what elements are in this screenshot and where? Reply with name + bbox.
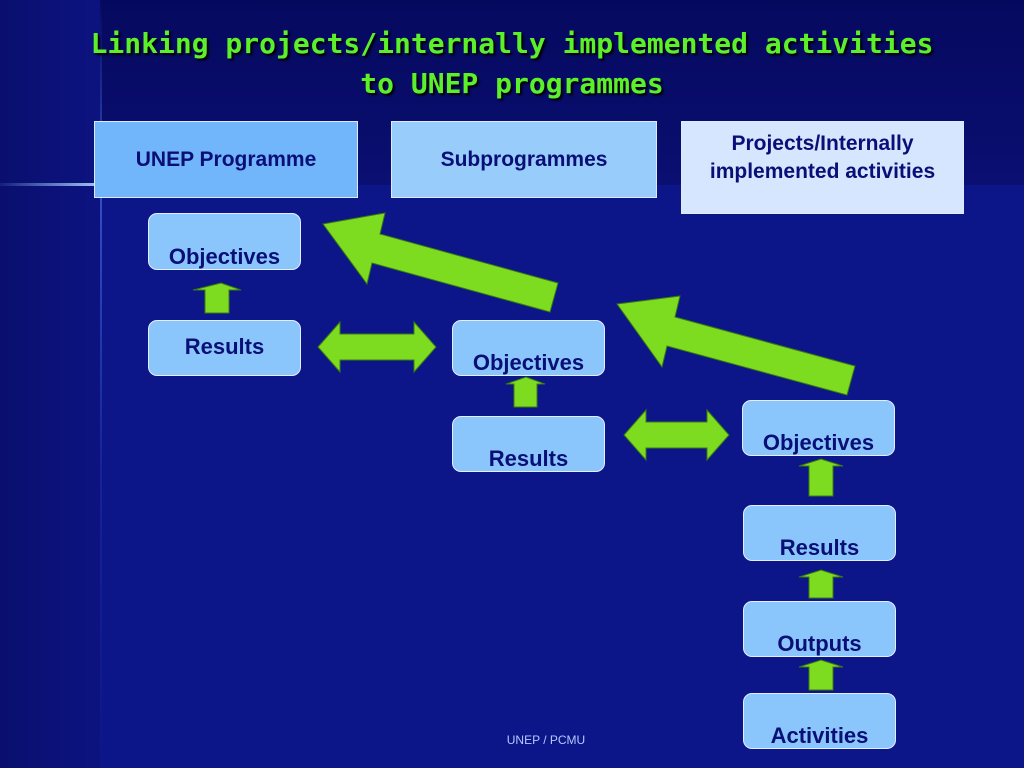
subprogramme-results-label: Results xyxy=(488,446,569,471)
subprogramme-results-box: Results xyxy=(452,416,605,472)
header-subprogrammes: Subprogrammes xyxy=(391,121,657,198)
page-title: Linking projects/internally implemented … xyxy=(0,24,1024,104)
up-arrow-icon xyxy=(798,569,844,599)
title-line-2: to UNEP programmes xyxy=(360,67,664,100)
up-arrow-icon xyxy=(192,282,242,314)
up-arrow-icon xyxy=(798,659,844,691)
project-results-box: Results xyxy=(743,505,896,561)
project-results-label: Results xyxy=(779,535,860,560)
project-objectives-label: Objectives xyxy=(762,430,875,455)
footer-text: UNEP / PCMU xyxy=(506,733,586,747)
up-arrow-icon xyxy=(798,458,844,497)
decorative-horizontal-line xyxy=(0,183,100,186)
subprogramme-objectives-box: Objectives xyxy=(452,320,605,376)
header-subprogrammes-label: Subprogrammes xyxy=(440,147,608,171)
up-arrow-icon xyxy=(505,376,546,408)
diagonal-arrow-icon xyxy=(616,295,856,396)
header-projects-label: Projects/Internally implemented activiti… xyxy=(709,132,936,183)
double-arrow-icon xyxy=(623,408,730,462)
project-activities-label: Activities xyxy=(770,723,869,748)
title-line-1: Linking projects/internally implemented … xyxy=(90,27,934,60)
header-projects: Projects/Internally implemented activiti… xyxy=(681,121,964,214)
decorative-vertical-line xyxy=(100,0,102,768)
programme-results-box: Results xyxy=(148,320,301,376)
subprogramme-objectives-label: Objectives xyxy=(472,350,585,375)
project-activities-box: Activities xyxy=(743,693,896,749)
double-arrow-icon xyxy=(317,320,437,374)
project-objectives-box: Objectives xyxy=(742,400,895,456)
project-outputs-label: Outputs xyxy=(777,631,862,656)
header-unep-programme: UNEP Programme xyxy=(94,121,358,198)
diagonal-arrow-icon xyxy=(322,212,559,313)
programme-objectives-box: Objectives xyxy=(148,213,301,270)
programme-objectives-label: Objectives xyxy=(168,244,281,269)
project-outputs-box: Outputs xyxy=(743,601,896,657)
background-left-band xyxy=(0,0,100,768)
programme-results-label: Results xyxy=(184,334,265,359)
header-unep-programme-label: UNEP Programme xyxy=(135,147,317,171)
